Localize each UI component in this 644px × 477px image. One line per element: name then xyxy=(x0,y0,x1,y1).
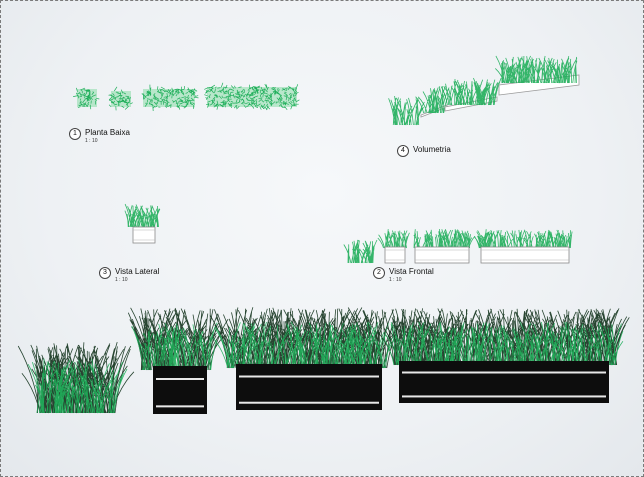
front-grass-1-blades xyxy=(377,229,410,249)
front-grass-loose-blades xyxy=(343,239,378,264)
iso-grass-planter-2 xyxy=(440,77,502,106)
render-grass-1 xyxy=(127,307,229,371)
iso-grass-planter-1-blades xyxy=(415,86,450,114)
label-vista-frontal: 2 Vista Frontal 1 : 10 xyxy=(373,267,434,283)
view-title: Planta Baixa xyxy=(85,128,130,137)
plan-patch-1-strokes xyxy=(73,87,100,110)
view-title: Volumetria xyxy=(413,145,451,154)
plan-patch-2-fill xyxy=(111,91,131,107)
iso-grass-1 xyxy=(388,95,425,126)
front-grass-loose xyxy=(343,239,378,264)
view-number: 1 xyxy=(69,128,81,140)
render-grass-2 xyxy=(209,307,402,369)
view-title: Vista Frontal xyxy=(389,267,434,276)
render-planter-3-trim-top xyxy=(402,371,606,374)
view-scale: 1 : 10 xyxy=(115,277,128,283)
plan-patch-3 xyxy=(141,84,199,112)
iso-grass-planter-3-blades xyxy=(495,55,578,84)
front-grass-2 xyxy=(413,229,476,249)
lateral-planter xyxy=(132,226,156,244)
plan-patch-4-strokes xyxy=(204,82,300,111)
label-vista-lateral: 3 Vista Lateral 1 : 10 xyxy=(99,267,159,283)
front-grass-2-blades xyxy=(413,229,476,249)
render-planter-2-trim-top xyxy=(239,375,379,378)
lateral-grass xyxy=(124,203,161,228)
render-grass-loose-blades-shade xyxy=(27,358,128,414)
render-planter-2 xyxy=(236,364,382,410)
plan-patch-1 xyxy=(73,87,100,110)
view-number: 4 xyxy=(397,145,409,157)
render-grass-2-blades-shade xyxy=(212,321,398,369)
view-title: Vista Lateral xyxy=(115,267,160,276)
front-grass-3-blades xyxy=(474,229,573,249)
iso-grass-planter-3 xyxy=(495,55,578,84)
lateral-grass-blades xyxy=(124,203,161,228)
iso-grass-planter-2-blades xyxy=(440,77,502,106)
view-scale: 1 : 10 xyxy=(389,277,402,283)
render-planter-1 xyxy=(153,366,207,414)
render-grass-loose xyxy=(17,341,135,414)
view-number: 3 xyxy=(99,267,111,279)
render-grass-3-blades-shade xyxy=(383,321,624,366)
front-planter-1 xyxy=(384,246,406,264)
label-volumetria: 4 Volumetria xyxy=(397,145,451,157)
render-grass-1-blades-shade xyxy=(131,322,218,371)
plan-patch-2 xyxy=(108,86,133,111)
iso-grass-1-blades xyxy=(388,95,425,126)
front-grass-1 xyxy=(377,229,410,249)
front-planter-2 xyxy=(414,246,470,264)
plan-patch-3-strokes xyxy=(141,84,199,112)
plan-patch-2-strokes xyxy=(108,86,133,111)
iso-grass-planter-1 xyxy=(415,86,450,114)
render-planter-3 xyxy=(399,361,609,403)
view-scale: 1 : 10 xyxy=(85,138,98,144)
render-planter-3-trim-bottom xyxy=(402,395,606,398)
label-planta-baixa: 1 Planta Baixa 1 : 10 xyxy=(69,128,130,144)
render-grass-3 xyxy=(377,308,630,366)
render-planter-1-trim-top xyxy=(156,378,204,380)
render-planter-2-trim-bottom xyxy=(239,401,379,404)
plan-patch-4 xyxy=(204,82,300,111)
render-planter-1-trim-bottom xyxy=(156,405,204,408)
view-number: 2 xyxy=(373,267,385,279)
front-grass-3 xyxy=(474,229,573,249)
front-planter-3 xyxy=(480,246,570,264)
